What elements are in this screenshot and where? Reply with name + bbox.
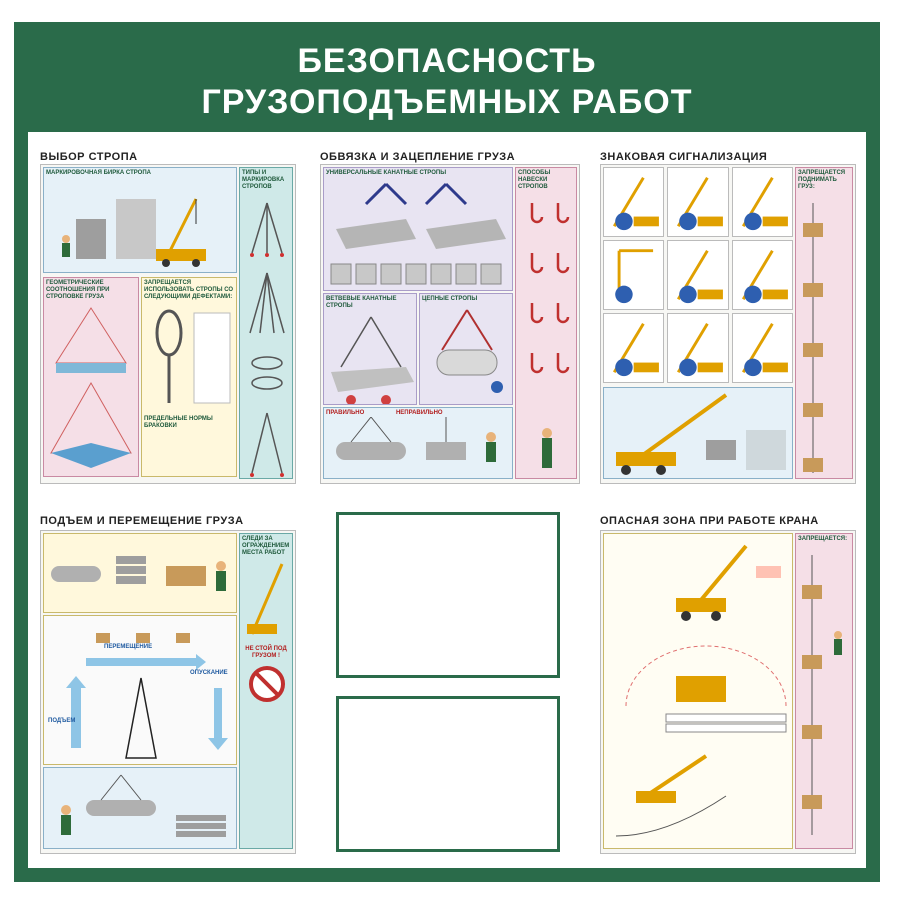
crane-site-card: МАРКИРОВОЧНАЯ БИРКА СТРОПА	[43, 167, 237, 273]
geometry-diagram	[50, 307, 132, 468]
move-label: ПЕРЕМЕЩЕНИЕ	[104, 644, 153, 650]
universal-slings-drawing	[330, 182, 506, 285]
signal-card	[731, 313, 793, 383]
signal-card	[667, 313, 729, 383]
universal-slings-card: УНИВЕРСАЛЬНЫЕ КАНАТНЫЕ СТРОПЫ	[323, 167, 513, 291]
danger-zone-drawing	[615, 544, 787, 837]
document-pocket-top	[336, 512, 560, 678]
danger-forbidden-card: ЗАПРЕЩАЕТСЯ:	[795, 533, 853, 849]
universal-label: УНИВЕРСАЛЬНЫЕ КАНАТНЫЕ СТРОПЫ	[326, 170, 447, 176]
signal-card	[667, 240, 729, 310]
pipe-transport-drawing	[61, 774, 226, 837]
table-title: ПРЕДЕЛЬНЫЕ НОРМЫ БРАКОВКИ	[144, 416, 213, 429]
lower-label: ОПУСКАНИЕ	[190, 670, 228, 676]
types-label: ТИПЫ И МАРКИРОВКА СТРОПОВ	[242, 170, 285, 190]
sling-loop-illustration	[155, 309, 231, 404]
forbidden-lift-card: ЗАПРЕЩАЕТСЯ ПОДНИМАТЬ ГРУЗ:	[795, 167, 853, 479]
poster-title-line2: ГРУЗОПОДЪЕМНЫХ РАБОТ	[201, 83, 693, 121]
lift-label: ПОДЪЕМ	[48, 718, 76, 724]
crane-truck-card	[603, 387, 793, 479]
document-pocket-bottom	[336, 696, 560, 852]
panel-signals: ЗАПРЕЩАЕТСЯ ПОДНИМАТЬ ГРУЗ:	[600, 164, 856, 484]
danger-forbidden-drawing	[802, 555, 842, 835]
panel-title-rigging: ОБВЯЗКА И ЗАЦЕПЛЕНИЕ ГРУЗА	[320, 151, 516, 163]
lift-sequence-card: ПЕРЕМЕЩЕНИЕ ОПУСКАНИЕ ПОДЪЕМ	[43, 615, 237, 765]
right-label: ПРАВИЛЬНО	[326, 410, 365, 416]
poster-header: БЕЗОПАСНОСТЬ ГРУЗОПОДЪЕМНЫХ РАБОТ	[28, 36, 866, 132]
danger-forbidden-label: ЗАПРЕЩАЕТСЯ:	[798, 536, 848, 542]
panel-title-signals: ЗНАКОВАЯ СИГНАЛИЗАЦИЯ	[600, 151, 768, 163]
danger-zone-card	[603, 533, 793, 849]
marking-label: МАРКИРОВОЧНАЯ БИРКА СТРОПА	[46, 170, 151, 176]
hooks-drawing	[530, 203, 570, 468]
no-standing-sign	[249, 666, 285, 702]
chain-slings-card: ЦЕПНЫЕ СТРОПЫ	[419, 293, 513, 405]
panel-title-sling: ВЫБОР СТРОПА	[40, 151, 138, 163]
branch-slings-drawing	[331, 316, 414, 404]
signal-card	[731, 167, 793, 237]
panel-title-danger: ОПАСНАЯ ЗОНА ПРИ РАБОТЕ КРАНА	[600, 515, 819, 527]
methods-label: СПОСОБЫ НАВЕСКИ СТРОПОВ	[518, 170, 551, 190]
hanging-methods-card: СПОСОБЫ НАВЕСКИ СТРОПОВ	[515, 167, 577, 479]
geometry-label: ГЕОМЕТРИЧЕСКИЕ СООТНОШЕНИЯ ПРИ СТРОПОВКЕ…	[46, 280, 110, 300]
signals-grid	[603, 167, 793, 383]
panel-danger: ЗАПРЕЩАЕТСЯ:	[600, 530, 856, 854]
correct-wrong-card: ПРАВИЛЬНО НЕПРАВИЛЬНО	[323, 407, 513, 479]
geometry-card: ГЕОМЕТРИЧЕСКИЕ СООТНОШЕНИЯ ПРИ СТРОПОВКЕ…	[43, 277, 139, 477]
poster-title-line1: БЕЗОПАСНОСТЬ	[297, 42, 597, 80]
green-frame	[14, 22, 880, 882]
crane-truck-drawing	[616, 393, 786, 475]
branch-slings-card: ВЕТВЕВЫЕ КАНАТНЫЕ СТРОПЫ	[323, 293, 417, 405]
forbidden-loads-drawing	[803, 203, 823, 473]
branch-label: ВЕТВЕВЫЕ КАНАТНЫЕ СТРОПЫ	[326, 296, 397, 309]
signal-card	[667, 167, 729, 237]
chain-slings-drawing	[436, 309, 503, 393]
signal-card	[603, 167, 665, 237]
lift-rules-card	[43, 533, 237, 613]
panel-sling: МАРКИРОВОЧНАЯ БИРКА СТРОПА ГЕОМЕТРИЧЕСКИ…	[40, 164, 296, 484]
pipe-transport-card	[43, 767, 237, 849]
defects-card: ЗАПРЕЩАЕТСЯ ИСПОЛЬЗОВАТЬ СТРОПЫ СО СЛЕДУ…	[141, 277, 237, 477]
signal-card	[603, 313, 665, 383]
load-stacks-drawing	[51, 556, 226, 591]
defects-label: ЗАПРЕЩАЕТСЯ ИСПОЛЬЗОВАТЬ СТРОПЫ СО СЛЕДУ…	[144, 280, 234, 300]
chain-label: ЦЕПНЫЕ СТРОПЫ	[422, 296, 478, 302]
forbidden-label: ЗАПРЕЩАЕТСЯ ПОДНИМАТЬ ГРУЗ:	[798, 170, 846, 190]
sling-types-drawing	[249, 202, 285, 477]
panel-title-lifting: ПОДЪЕМ И ПЕРЕМЕЩЕНИЕ ГРУЗА	[40, 515, 244, 527]
crane-site-illustration	[62, 198, 206, 267]
stand-label: НЕ СТОЙ ПОД ГРУЗОМ !	[245, 646, 287, 659]
signal-card	[731, 240, 793, 310]
panel-rigging: УНИВЕРСАЛЬНЫЕ КАНАТНЫЕ СТРОПЫ ВЕТВЕВЫЕ К…	[320, 164, 580, 484]
sling-types-card: ТИПЫ И МАРКИРОВКА СТРОПОВ	[239, 167, 293, 479]
wrong-label: НЕПРАВИЛЬНО	[395, 410, 443, 416]
eiffel-comparison-drawing	[66, 633, 228, 759]
signal-card	[603, 240, 665, 310]
fence-card: СЛЕДИ ЗА ОГРАЖДЕНИЕМ МЕСТА РАБОТ НЕ СТОЙ…	[239, 533, 293, 849]
panel-lifting: ПЕРЕМЕЩЕНИЕ ОПУСКАНИЕ ПОДЪЕМ СЛЕДИ ЗА ОГ…	[40, 530, 296, 854]
pipe-lift-drawing	[336, 416, 496, 462]
fence-label: СЛЕДИ ЗА ОГРАЖДЕНИЕМ МЕСТА РАБОТ	[242, 536, 290, 556]
fence-crane-drawing	[247, 563, 284, 635]
